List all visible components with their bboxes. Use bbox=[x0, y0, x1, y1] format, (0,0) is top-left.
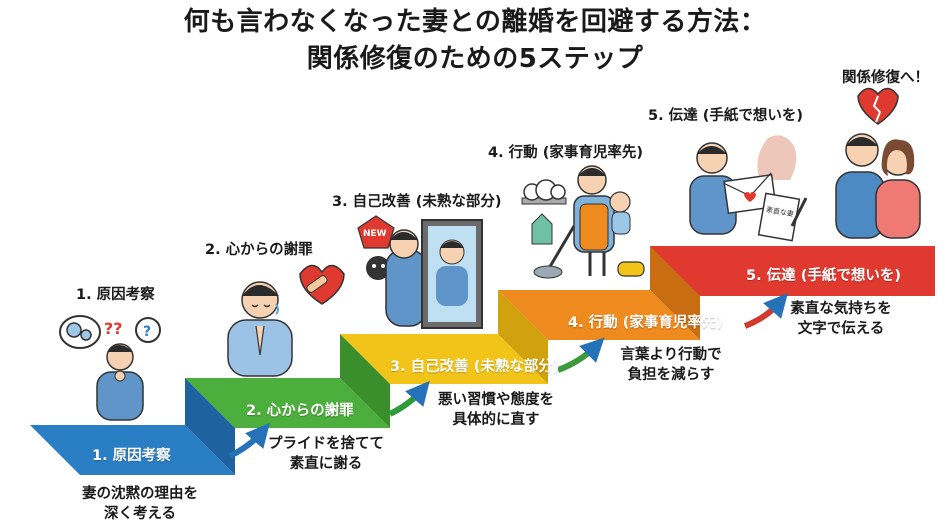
arrow-icon bbox=[228, 422, 270, 459]
step-3-desc-line-2: 具体的に直す bbox=[452, 412, 540, 428]
step-5-desc-line-2: 文字で伝える bbox=[797, 321, 885, 337]
stair-step-4 bbox=[498, 246, 700, 340]
title-line-1: 何も言わなくなった妻との離婚を回避する方法： bbox=[183, 7, 767, 37]
step-5-description: 素直な気持ちを 文字で伝える bbox=[776, 299, 906, 339]
stair-3-label: 3. 自己改善 (未熟な部分) bbox=[390, 359, 560, 375]
title-line-2: 関係修復のための5ステップ bbox=[306, 44, 644, 74]
step-1-label: 1. 原因考察 bbox=[76, 287, 155, 303]
step-2-desc-line-1: プライドを捨てて bbox=[268, 436, 384, 452]
apologizing-man-icon bbox=[227, 264, 345, 377]
step-4-description: 言葉より行動で 負担を減らす bbox=[606, 345, 736, 385]
page-title: 何も言わなくなった妻との離婚を回避する方法： 関係修復のための5ステップ bbox=[0, 4, 950, 78]
step-2-desc-line-2: 素直に謝る bbox=[289, 456, 363, 472]
arrow-icon bbox=[388, 380, 430, 417]
thinking-man-icon: ?? ? bbox=[59, 315, 161, 421]
progress-arrows bbox=[228, 292, 788, 459]
stair-step-2 bbox=[185, 334, 390, 428]
stair-step-1 bbox=[30, 378, 235, 475]
step-5-desc-line-1: 素直な気持ちを bbox=[790, 301, 892, 317]
svg-text:??: ?? bbox=[104, 319, 123, 338]
step-3-desc-line-1: 悪い習慣や態度を bbox=[438, 392, 554, 408]
stair-5-label: 5. 伝達 (手紙で想いを) bbox=[746, 268, 901, 284]
step-5-label: 5. 伝達 (手紙で想いを) bbox=[648, 108, 803, 124]
love-letter-icon: 素直な妻 bbox=[689, 135, 808, 242]
arrow-icon bbox=[556, 337, 605, 373]
step-2-description: プライドを捨てて 素直に謝る bbox=[258, 434, 394, 474]
stair-steps bbox=[30, 245, 935, 475]
step-1-desc-line-1: 妻の沈黙の理由を bbox=[82, 486, 198, 502]
mirror-reflection-icon: NEW bbox=[357, 215, 483, 329]
step-2-label: 2. 心からの謝罪 bbox=[205, 242, 313, 258]
step-4-desc-line-1: 言葉より行動で bbox=[620, 347, 722, 363]
goal-label: 関係修復へ！ bbox=[842, 70, 929, 86]
step-3-label: 3. 自己改善 (未熟な部分) bbox=[332, 194, 502, 210]
reconciled-couple-icon bbox=[835, 87, 921, 239]
svg-text:NEW: NEW bbox=[363, 229, 387, 239]
step-1-description: 妻の沈黙の理由を 深く考える bbox=[72, 484, 208, 524]
stair-2-label: 2. 心からの謝罪 bbox=[246, 403, 354, 419]
step-4-desc-line-2: 負担を減らす bbox=[627, 367, 715, 383]
stair-1-label: 1. 原因考察 bbox=[92, 448, 171, 464]
step-4-label: 4. 行動 (家事育児率先) bbox=[488, 145, 643, 161]
svg-text:?: ? bbox=[143, 324, 151, 340]
housework-childcare-icon bbox=[521, 165, 645, 279]
stair-4-label: 4. 行動 (家事育児率先) bbox=[568, 315, 723, 331]
arrow-icon bbox=[743, 292, 788, 329]
step-1-desc-line-2: 深く考える bbox=[103, 506, 177, 522]
stair-step-3 bbox=[340, 290, 548, 384]
step-3-description: 悪い習慣や態度を 具体的に直す bbox=[428, 390, 564, 430]
